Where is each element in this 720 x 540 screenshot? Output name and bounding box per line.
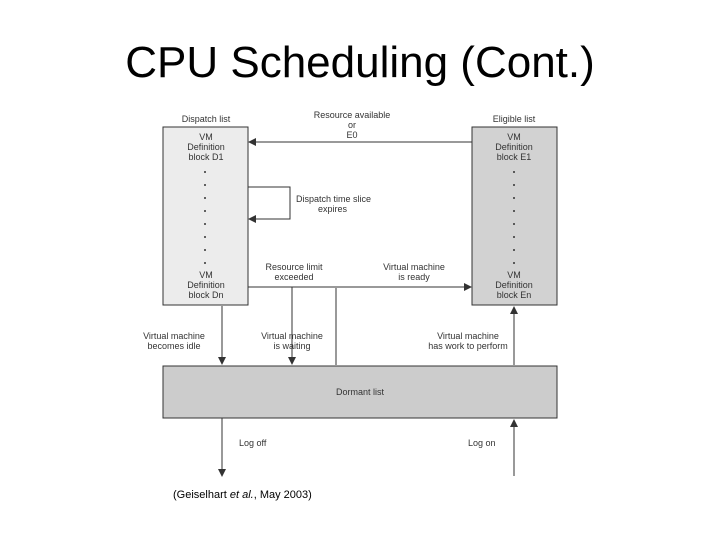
- dispatch-bottom-line-2: Definition: [187, 280, 225, 290]
- label-vm-work-1: Virtual machine: [437, 331, 499, 341]
- dispatch-list-header: Dispatch list: [182, 114, 231, 124]
- dormant-list-box: [162, 365, 558, 419]
- label-vm-work-2: has work to perform: [428, 341, 508, 351]
- caption-italic: et al.: [229, 489, 254, 501]
- label-vm-waiting-2: is waiting: [273, 341, 310, 351]
- eligible-bottom-line-1: VM: [507, 270, 521, 280]
- label-resource-limit-1: Resource limit: [265, 262, 323, 272]
- eligible-bottom-line-2: Definition: [495, 280, 533, 290]
- label-log-on: Log on: [468, 438, 496, 448]
- citation-caption: (Geiselhart et al., May 2003): [173, 489, 312, 501]
- dormant-list-label: Dormant list: [336, 387, 385, 397]
- label-dispatch-slice-1: Dispatch time slice: [296, 194, 371, 204]
- eligible-top-line-2: Definition: [495, 142, 533, 152]
- eligible-top-line-1: VM: [507, 132, 521, 142]
- label-resource-available-3: E0: [346, 130, 357, 140]
- label-vm-ready-2: is ready: [398, 272, 430, 282]
- dispatch-top-line-2: Definition: [187, 142, 225, 152]
- eligible-bottom-line-3: block En: [497, 290, 532, 300]
- label-vm-idle-2: becomes idle: [147, 341, 200, 351]
- dispatch-ellipsis: [204, 171, 206, 264]
- caption-pre: (Geiselhart: [173, 489, 230, 501]
- label-resource-available-2: or: [348, 120, 356, 130]
- label-vm-ready-1: Virtual machine: [383, 262, 445, 272]
- label-vm-idle-1: Virtual machine: [143, 331, 205, 341]
- label-vm-waiting-1: Virtual machine: [261, 331, 323, 341]
- caption-post: , May 2003): [253, 489, 312, 501]
- arrow-dispatch-slice-loop: [248, 186, 291, 223]
- eligible-list-box: [471, 126, 558, 306]
- label-resource-limit-2: exceeded: [274, 272, 313, 282]
- eligible-ellipsis: [513, 171, 515, 264]
- dispatch-list-box: [162, 126, 249, 306]
- label-dispatch-slice-2: expires: [318, 204, 348, 214]
- label-resource-available-1: Resource available: [314, 110, 391, 120]
- label-log-off: Log off: [239, 438, 267, 448]
- slide-title: CPU Scheduling (Cont.): [125, 38, 595, 87]
- dispatch-top-line-3: block D1: [188, 152, 223, 162]
- eligible-top-line-3: block E1: [497, 152, 532, 162]
- eligible-list-header: Eligible list: [493, 114, 536, 124]
- dispatch-bottom-line-3: block Dn: [188, 290, 223, 300]
- dispatch-bottom-line-1: VM: [199, 270, 213, 280]
- dispatch-top-line-1: VM: [199, 132, 213, 142]
